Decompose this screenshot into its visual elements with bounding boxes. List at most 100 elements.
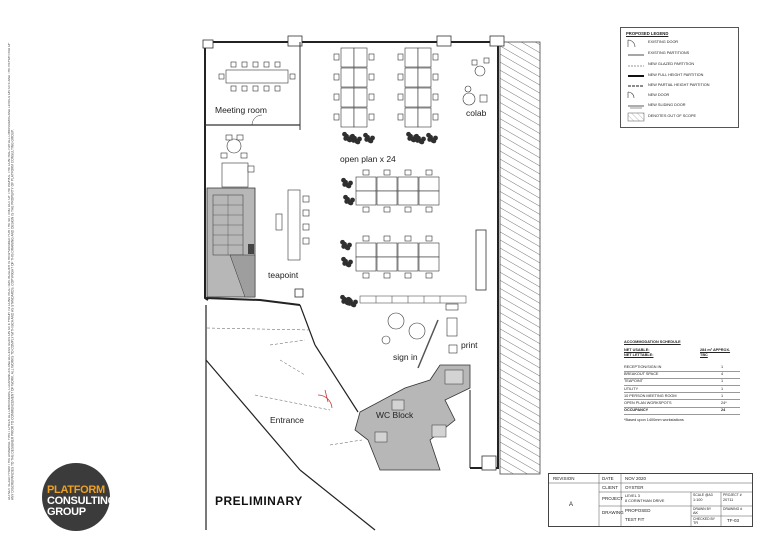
legend-item-existing-partitions: EXISTING PARTITIONS bbox=[648, 51, 690, 55]
schedule-row-value: 1 bbox=[721, 379, 724, 384]
legend-item-sliding-door: NEW SLIDING DOOR bbox=[648, 103, 686, 107]
desk bbox=[353, 87, 368, 108]
logo-line-2: CONSULTING bbox=[47, 495, 116, 507]
chair bbox=[397, 93, 404, 101]
legend-item-partial-height: NEW PARTIAL HEIGHT PARTITION bbox=[648, 83, 710, 87]
tb-drawing-number-label: DRAWING # bbox=[723, 507, 743, 511]
desk bbox=[355, 176, 377, 192]
chair bbox=[404, 206, 412, 213]
chair bbox=[383, 272, 391, 279]
chair bbox=[368, 53, 375, 61]
schedule-row: OCCUPANCY 24 bbox=[624, 407, 740, 415]
chair bbox=[397, 113, 404, 121]
schedule-row-value: 24 bbox=[721, 408, 726, 413]
schedule-row-label: OCCUPANCY bbox=[624, 408, 649, 413]
desk bbox=[397, 176, 419, 192]
desk bbox=[404, 107, 419, 128]
plant-icon bbox=[363, 132, 375, 144]
chair bbox=[425, 235, 433, 242]
tb-revision: A bbox=[569, 502, 574, 508]
desk bbox=[355, 242, 377, 258]
legend-title: PROPOSED LEGEND bbox=[626, 31, 669, 36]
desk bbox=[376, 176, 398, 192]
legend-box: PROPOSED LEGEND EXISTING DOOR EXISTING P… bbox=[620, 27, 739, 128]
schedule-row: UTILITY 1 bbox=[624, 386, 740, 394]
label-open-plan: open plan x 24 bbox=[340, 154, 396, 164]
desk bbox=[404, 67, 419, 88]
chair bbox=[397, 73, 404, 81]
tb-checked: TR bbox=[693, 521, 699, 525]
plant-icon bbox=[350, 133, 362, 145]
title-block-grid bbox=[549, 474, 752, 526]
plant-icon bbox=[426, 132, 438, 144]
chair bbox=[432, 93, 439, 101]
schedule-row-label: UTILITY bbox=[624, 386, 639, 391]
tb-project-line-1: LEVEL 3 bbox=[625, 494, 640, 498]
tb-project-number: 20711 bbox=[723, 498, 734, 502]
desk bbox=[355, 190, 377, 206]
desk bbox=[353, 107, 368, 128]
schedule-row-label: RECEPTION/SIGN IN bbox=[624, 365, 662, 369]
schedule-row-label: TEAPOINT bbox=[624, 379, 643, 384]
chair bbox=[368, 73, 375, 81]
schedule-row: RECEPTION/SIGN IN 1 bbox=[624, 364, 740, 372]
chair bbox=[333, 73, 340, 81]
schedule-row-label: BREAKOUT SPACE bbox=[624, 372, 659, 377]
entrance-door bbox=[317, 394, 333, 409]
desk bbox=[376, 256, 398, 272]
chair bbox=[432, 73, 439, 81]
desk bbox=[397, 190, 419, 206]
desk bbox=[418, 242, 440, 258]
chair bbox=[383, 169, 391, 176]
plants bbox=[340, 131, 438, 308]
chair bbox=[432, 113, 439, 121]
legend-item-new-door: NEW DOOR bbox=[648, 93, 670, 97]
tb-drawn: AK bbox=[693, 511, 699, 515]
stair-core bbox=[206, 187, 256, 298]
chair bbox=[333, 93, 340, 101]
wc-block bbox=[354, 364, 471, 471]
glazed-partitions bbox=[206, 327, 363, 446]
chair bbox=[425, 206, 433, 213]
chair bbox=[368, 113, 375, 121]
tb-scale-label: SCALE @A3 bbox=[693, 493, 713, 497]
schedule-title: ACCOMMODATION SCHEDULE bbox=[624, 340, 681, 344]
columns bbox=[202, 35, 505, 471]
schedule-row-value: 1 bbox=[721, 365, 724, 369]
desk bbox=[340, 87, 355, 108]
plant-icon bbox=[341, 256, 353, 268]
logo-line-1: PLATFORM bbox=[47, 484, 105, 496]
desk bbox=[376, 242, 398, 258]
tb-checked-label: CHECKED BY bbox=[693, 517, 716, 521]
desk bbox=[404, 47, 419, 68]
plant-icon bbox=[342, 131, 354, 143]
schedule-note: *Based upon 1400mm workstations bbox=[624, 418, 684, 422]
desk bbox=[340, 47, 355, 68]
tb-client: OYSTER bbox=[625, 485, 644, 490]
plant-icon bbox=[346, 296, 358, 308]
partition-lines bbox=[205, 304, 376, 531]
tb-project-label: PROJECT bbox=[602, 496, 624, 501]
tb-drawing-line-1: PROPOSED bbox=[625, 508, 651, 513]
plant-icon bbox=[340, 239, 352, 251]
label-teapoint: teapoint bbox=[268, 270, 299, 280]
legend-symbols bbox=[627, 39, 645, 122]
schedule-row-label: 10 PERSON MEETING ROOM bbox=[624, 393, 677, 398]
sign-in-furniture bbox=[381, 303, 459, 369]
tb-drawing-line-2: TEST FIT bbox=[625, 517, 645, 522]
legend-item-full-height: NEW FULL HEIGHT PARTITION bbox=[648, 73, 704, 77]
schedule-row-value: 1 bbox=[721, 386, 724, 391]
tb-date: NOV 2020 bbox=[625, 476, 647, 481]
chair bbox=[404, 169, 412, 176]
desk bbox=[353, 47, 368, 68]
chair bbox=[404, 272, 412, 279]
tb-revision-label: REVISION bbox=[553, 476, 575, 481]
label-entrance: Entrance bbox=[270, 415, 305, 425]
desk bbox=[404, 87, 419, 108]
breakout-table bbox=[220, 134, 255, 188]
logo-disc bbox=[42, 463, 110, 531]
tb-scale: 1:100 bbox=[693, 498, 703, 502]
legend-item-glazed-partition: NEW GLAZED PARTITION bbox=[648, 62, 695, 66]
legend-item-out-of-scope: DENOTES OUT OF SCOPE bbox=[648, 114, 697, 118]
